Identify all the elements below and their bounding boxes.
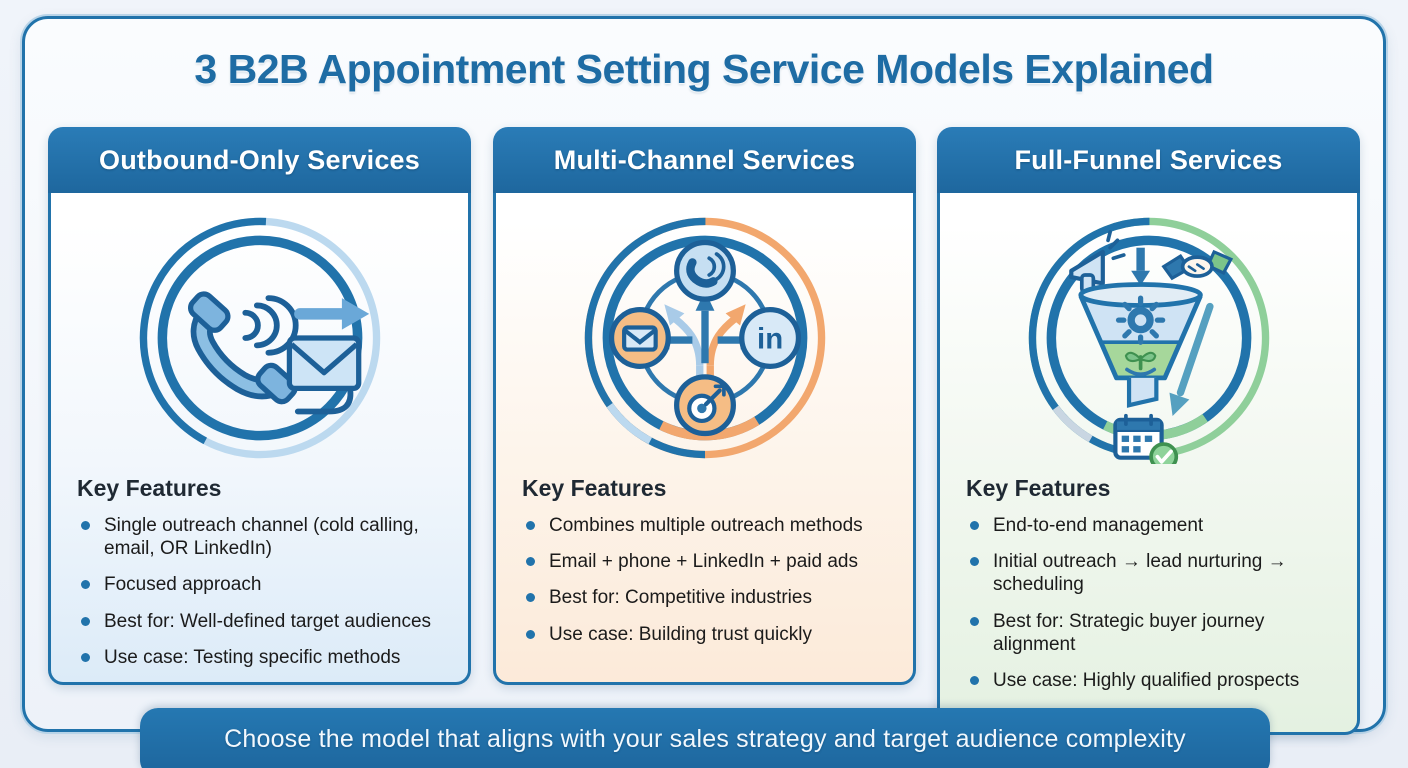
- plant-in-hand-icon: [1124, 351, 1156, 377]
- card-multi-channel-body: in Key Features Combines multiple outre: [493, 193, 916, 685]
- feature-item: Single outreach channel (cold calling, e…: [77, 514, 442, 560]
- card-full-funnel-header: Full-Funnel Services: [937, 127, 1360, 193]
- feature-list: Combines multiple outreach methods Email…: [522, 514, 887, 646]
- card-multi-channel-header: Multi-Channel Services: [493, 127, 916, 193]
- key-features-heading: Key Features: [77, 475, 222, 501]
- key-features-heading: Key Features: [522, 475, 667, 501]
- feature-item: Use case: Highly qualified prospects: [966, 669, 1331, 692]
- diagonal-arrow-icon: [1168, 302, 1214, 416]
- card-multi-channel-icon-area: in: [522, 193, 887, 471]
- footer-banner: Choose the model that aligns with your s…: [140, 708, 1270, 768]
- multi-channel-hub-icon: in: [584, 217, 825, 459]
- feature-item: Combines multiple outreach methods: [522, 514, 887, 537]
- card-multi-channel: Multi-Channel Services: [493, 127, 916, 685]
- card-outbound-icon-area: [77, 193, 442, 471]
- card-full-funnel: Full-Funnel Services: [937, 127, 1360, 735]
- feature-item: Use case: Testing specific methods: [77, 646, 442, 669]
- feature-item: Best for: Strategic buyer journey alignm…: [966, 610, 1331, 656]
- email-node-icon: [608, 307, 671, 369]
- card-outbound-header: Outbound-Only Services: [48, 127, 471, 193]
- linkedin-in-label: in: [757, 323, 783, 356]
- handshake-icon: [1160, 249, 1233, 281]
- feature-item: Best for: Well-defined target audiences: [77, 610, 442, 633]
- feature-item: End-to-end management: [966, 514, 1331, 537]
- phone-handset-icon: [187, 291, 298, 405]
- feature-list: Single outreach channel (cold calling, e…: [77, 514, 442, 669]
- phone-node-icon: [673, 239, 736, 302]
- phone-and-email-icon: [139, 217, 380, 459]
- full-funnel-icon: [1028, 217, 1269, 464]
- card-outbound-body: Key Features Single outreach channel (co…: [48, 193, 471, 685]
- card-full-funnel-body: Key Features End-to-end management Initi…: [937, 193, 1360, 735]
- calendar-check-icon: [1112, 413, 1178, 464]
- feature-item: Best for: Competitive industries: [522, 586, 887, 609]
- card-full-funnel-icon-area: [966, 193, 1331, 471]
- footer-text: Choose the model that aligns with your s…: [224, 725, 1186, 753]
- gear-icon: [1115, 295, 1165, 345]
- page-title: 3 B2B Appointment Setting Service Models…: [194, 46, 1214, 92]
- feature-list: End-to-end management Initial outreach →…: [966, 514, 1331, 692]
- feature-item: Email + phone + LinkedIn + paid ads: [522, 550, 887, 573]
- feature-item: Focused approach: [77, 573, 442, 596]
- feature-item: Use case: Building trust quickly: [522, 623, 887, 646]
- send-email-icon: [286, 298, 369, 415]
- linkedin-node-icon: in: [738, 307, 801, 369]
- card-outbound-only: Outbound-Only Services: [48, 127, 471, 685]
- target-node-icon: [673, 374, 736, 437]
- feature-item: Initial outreach → lead nurturing → sche…: [966, 550, 1331, 596]
- signal-waves-icon: [241, 295, 299, 356]
- key-features-heading: Key Features: [966, 475, 1111, 501]
